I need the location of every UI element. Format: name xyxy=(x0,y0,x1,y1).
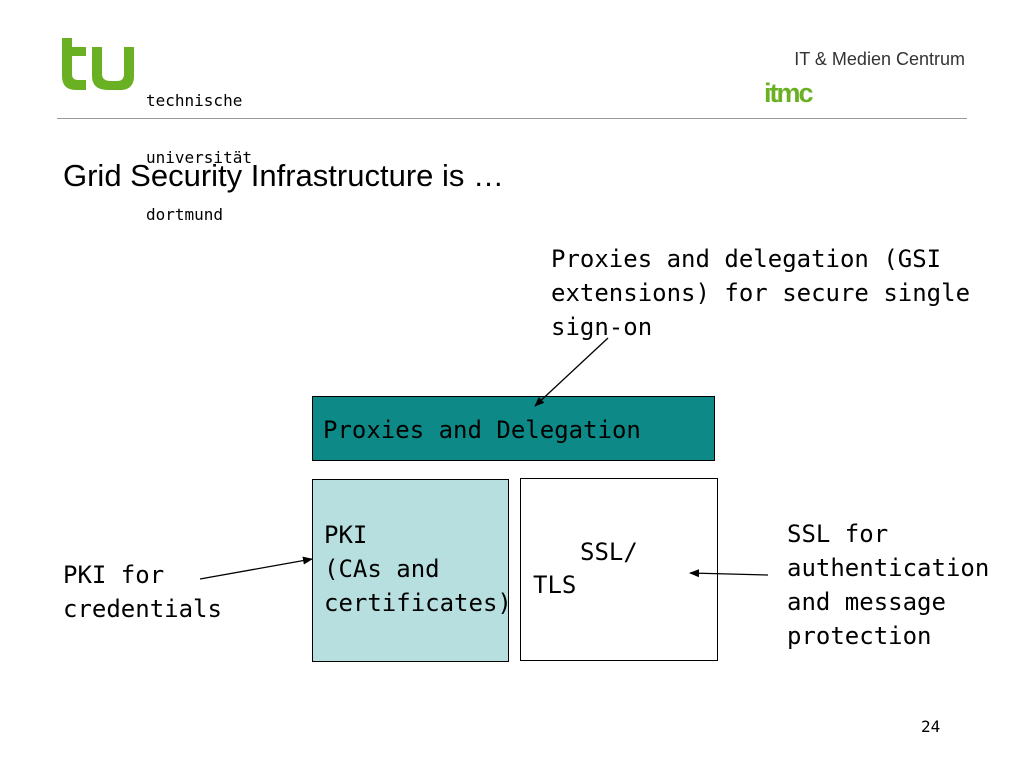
itmc-title: IT & Medien Centrum xyxy=(794,49,965,69)
ssl-box-label-line-1: SSL/ xyxy=(580,538,638,566)
pki-box xyxy=(312,479,509,662)
proxy-callout-text: Proxies and delegation (GSI extensions) … xyxy=(551,245,971,341)
pki-callout-text: PKI for credentials xyxy=(63,561,222,623)
university-line-3: dortmund xyxy=(146,205,224,224)
ssl-tls-box xyxy=(520,478,718,661)
proxies-delegation-box xyxy=(312,396,715,461)
page-number: 24 xyxy=(921,717,941,736)
ssl-box-label-line-2: TLS xyxy=(533,571,577,599)
university-line-2: universität xyxy=(146,148,252,167)
pki-box-label: PKI (CAs and certificates) xyxy=(324,521,512,617)
tu-logo xyxy=(62,38,134,90)
university-name: technische universität dortmund xyxy=(146,53,252,243)
university-line-1: technische xyxy=(146,91,243,110)
proxies-delegation-label: Proxies and Delegation xyxy=(323,416,641,444)
slide-title: Grid Security Infrastructure is … xyxy=(63,158,505,193)
ssl-callout-text: SSL for authentication and message prote… xyxy=(787,520,990,650)
header-divider xyxy=(57,118,967,119)
itmc-logo: itmc xyxy=(764,78,814,108)
